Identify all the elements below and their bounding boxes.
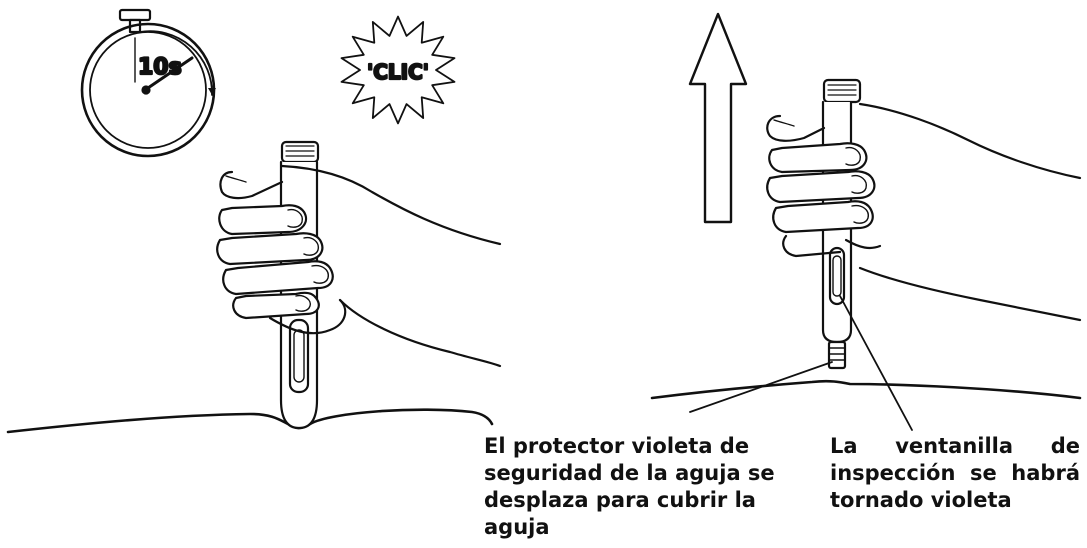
caption-needle-shield: El protector violeta de seguridad de la … <box>484 434 775 539</box>
up-arrow-icon <box>688 12 748 224</box>
hand-icon <box>216 164 502 368</box>
skin-surface-right <box>650 379 1082 400</box>
pointer-line-inspection-window <box>839 295 913 431</box>
pointer-line-needle-shield <box>689 361 833 413</box>
stopwatch-icon <box>80 8 216 158</box>
caption-inspection-window: La ventanilla de inspección se habrá tor… <box>830 434 1080 512</box>
timer-label: 10s <box>138 55 182 80</box>
skin-surface-left <box>6 408 494 434</box>
clic-burst-icon <box>340 15 456 125</box>
hand-icon <box>766 102 1082 322</box>
clic-label: 'CLIC' <box>367 60 429 84</box>
